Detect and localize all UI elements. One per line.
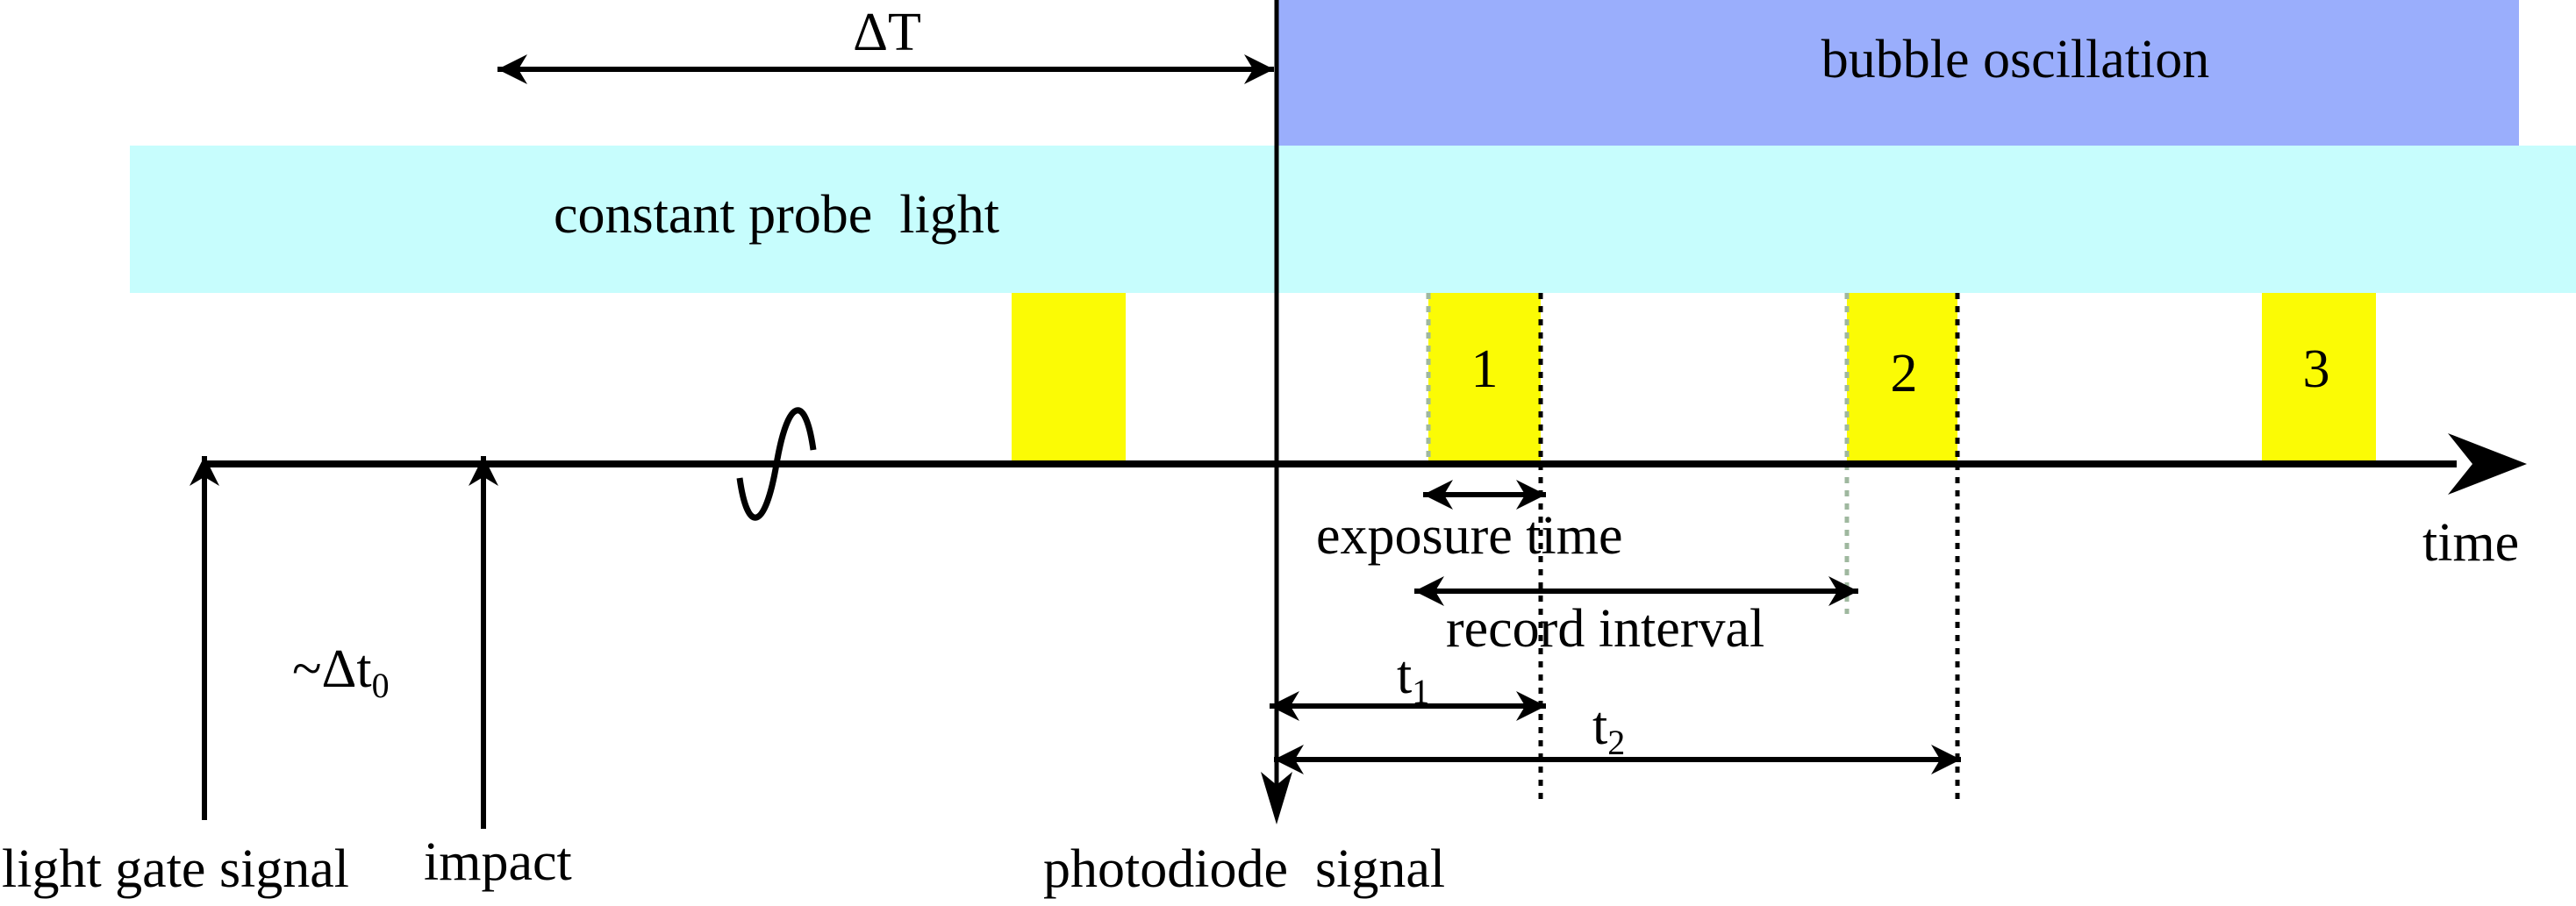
bubble-oscillation-label: bubble oscillation bbox=[1821, 30, 2210, 89]
impact-label: impact bbox=[424, 832, 572, 892]
exposure-pulse-3 bbox=[2262, 293, 2376, 462]
t2-label: t2 bbox=[1592, 696, 1625, 762]
bubble-oscillation-band bbox=[1277, 0, 2519, 146]
pulse-label-1: 1 bbox=[1471, 339, 1499, 399]
axis-break-mark bbox=[736, 407, 817, 521]
exposure-pulse-0 bbox=[1012, 293, 1126, 462]
light-gate-signal-label: light gate signal bbox=[2, 839, 349, 899]
exposure-pulse-2 bbox=[1847, 293, 1957, 462]
time-axis-arrowhead bbox=[2448, 433, 2527, 495]
exposure-pulse-1 bbox=[1428, 293, 1541, 462]
t1-label: t1 bbox=[1397, 646, 1429, 711]
exposure-time-label: exposure time bbox=[1316, 506, 1623, 566]
constant-probe-light-band bbox=[130, 146, 2576, 293]
record-interval-label: record interval bbox=[1446, 599, 1764, 659]
delta-t-label: ΔT bbox=[853, 3, 921, 62]
constant-probe-light-label: constant probe light bbox=[554, 185, 999, 245]
pulse-label-2: 2 bbox=[1891, 344, 1918, 403]
time-axis-label: time bbox=[2422, 513, 2519, 573]
photodiode-signal-label: photodiode signal bbox=[1043, 839, 1445, 899]
pulse-label-3: 3 bbox=[2303, 339, 2330, 399]
photodiode-signal-arrowhead bbox=[1261, 772, 1292, 824]
delta-t0-label: ~Δt0 bbox=[292, 639, 390, 705]
